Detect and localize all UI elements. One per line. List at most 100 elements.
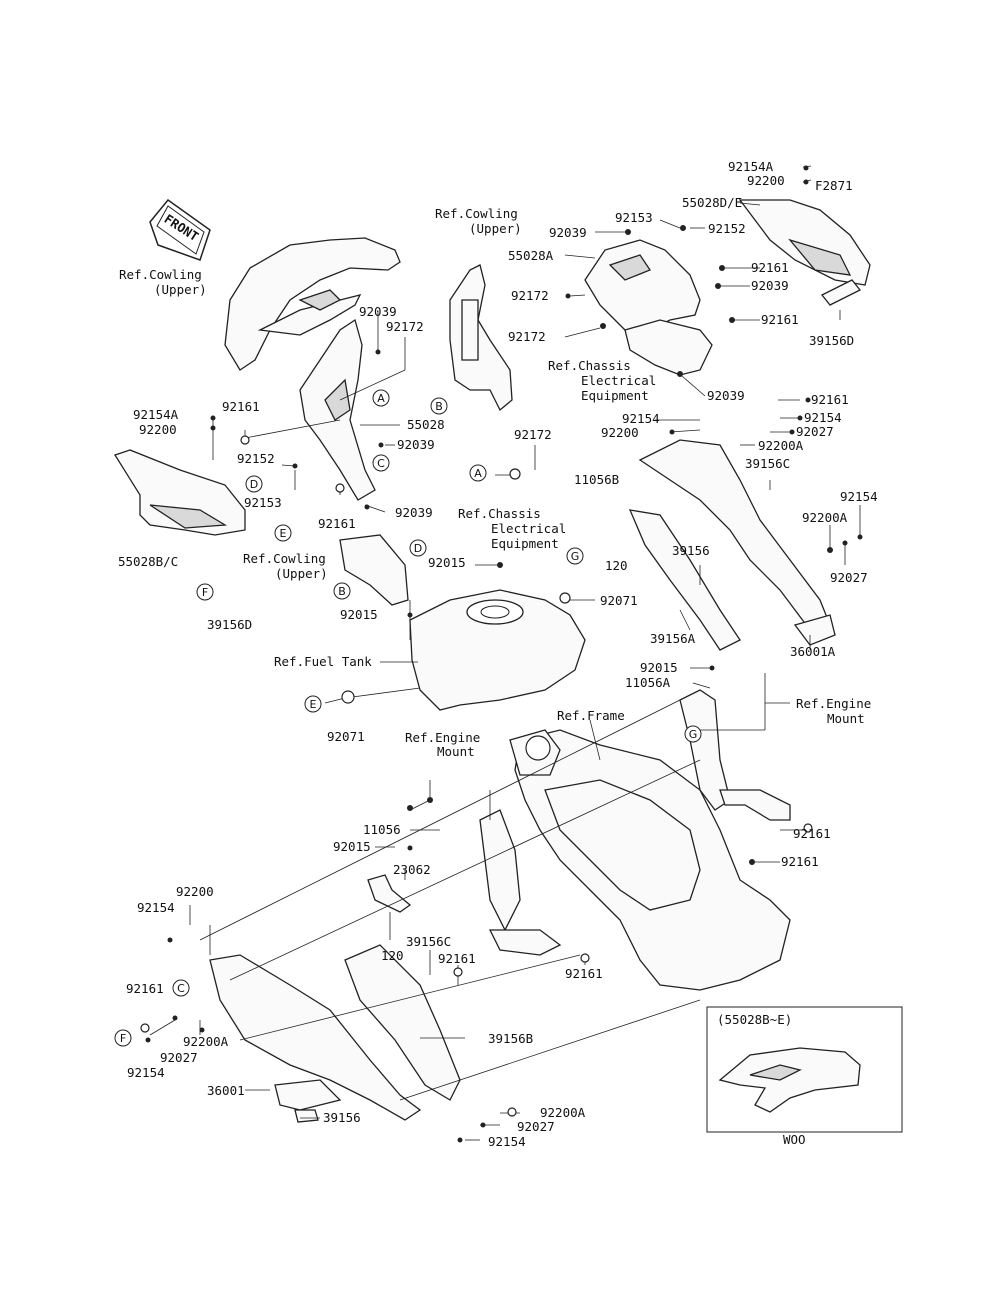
label-92015-a: 92015 xyxy=(428,555,466,570)
upper-cowling-assembly xyxy=(224,237,401,371)
label-55028A: 55028A xyxy=(508,248,554,263)
label-39156C-b: 39156C xyxy=(406,934,451,949)
callout-a1: A xyxy=(372,389,390,407)
bracket-23062 xyxy=(367,874,412,913)
label-ref-chassis-1c: Equipment xyxy=(581,388,649,403)
inner-cowl-right xyxy=(584,239,713,376)
label-ref-cowling-upper-1a: Ref.Cowling xyxy=(119,267,202,282)
lower-cover-left xyxy=(209,944,461,1123)
label-92200-mid: 92200 xyxy=(601,425,639,440)
label-92039-d: 92039 xyxy=(359,304,397,319)
label-92154-c: 92154 xyxy=(840,489,878,504)
svg-text:B: B xyxy=(338,585,346,598)
label-92039-e: 92039 xyxy=(397,437,435,452)
label-f2871: F2871 xyxy=(815,178,853,193)
svg-text:F: F xyxy=(202,586,208,599)
label-39156B: 39156B xyxy=(488,1031,533,1046)
label-36001: 36001 xyxy=(207,1083,245,1098)
label-92015-d: 92015 xyxy=(333,839,371,854)
label-23062: 23062 xyxy=(393,862,431,877)
cowling-stay xyxy=(449,264,513,412)
label-92039-a: 92039 xyxy=(549,225,587,240)
callout-a2: A xyxy=(469,464,487,482)
label-39156-b: 39156 xyxy=(323,1110,361,1125)
label-92172-a: 92172 xyxy=(511,288,549,303)
callout-b1: B xyxy=(430,397,448,415)
label-92161-c: 92161 xyxy=(222,399,260,414)
label-ref-engine-mount-1a: Ref.Engine xyxy=(796,696,871,711)
label-92172-c: 92172 xyxy=(386,319,424,334)
label-ref-chassis-1a: Ref.Chassis xyxy=(548,358,631,373)
label-92161-d: 92161 xyxy=(318,516,356,531)
label-92161-f: 92161 xyxy=(793,826,831,841)
fuel-tank xyxy=(409,589,586,711)
label-92039-b: 92039 xyxy=(751,278,789,293)
label-92200-bl: 92200 xyxy=(176,884,214,899)
bracket-upper-left xyxy=(339,534,409,606)
callouts: A B C D E F D B A G E G C F xyxy=(114,389,702,1047)
label-39156: 39156 xyxy=(672,543,710,558)
frame xyxy=(479,689,791,991)
svg-text:A: A xyxy=(474,467,482,480)
svg-text:G: G xyxy=(571,550,580,563)
label-ref-frame: Ref.Frame xyxy=(557,708,625,723)
label-11056B: 11056B xyxy=(574,472,619,487)
front-arrow-icon: FRONT xyxy=(149,198,211,261)
label-92154-d: 92154 xyxy=(127,1065,165,1080)
label-92154-bl: 92154 xyxy=(137,900,175,915)
label-92200A-b: 92200A xyxy=(802,510,848,525)
label-55028: 55028 xyxy=(407,417,445,432)
label-36001A: 36001A xyxy=(790,644,836,659)
label-55028BC: 55028B/C xyxy=(118,554,178,569)
label-92200A-a: 92200A xyxy=(758,438,804,453)
label-ref-cowling-upper-2b: (Upper) xyxy=(469,221,522,236)
label-92153-left: 92153 xyxy=(244,495,282,510)
lower-cover-right xyxy=(628,439,836,651)
label-92161-g: 92161 xyxy=(781,854,819,869)
label-92154-b: 92154 xyxy=(804,410,842,425)
callout-e2: E xyxy=(304,695,322,713)
label-120-a: 120 xyxy=(605,558,628,573)
label-39156C-a: 39156C xyxy=(745,456,790,471)
callout-d2: D xyxy=(409,539,427,557)
label-92161-e: 92161 xyxy=(811,392,849,407)
svg-text:D: D xyxy=(250,478,258,491)
svg-text:E: E xyxy=(310,698,317,711)
callout-c2: C xyxy=(172,979,190,997)
label-92071-a: 92071 xyxy=(600,593,638,608)
svg-text:E: E xyxy=(280,527,287,540)
label-92152-top: 92152 xyxy=(708,221,746,236)
label-55028DE: 55028D/E xyxy=(682,195,742,210)
callout-b2: B xyxy=(333,582,351,600)
label-ref-cowling-upper-3a: Ref.Cowling xyxy=(243,551,326,566)
inset-box: (55028B~E) WOO xyxy=(706,1006,903,1147)
label-ref-chassis-2c: Equipment xyxy=(491,536,559,551)
label-92071-b: 92071 xyxy=(327,729,365,744)
label-ref-engine-mount-2a: Ref.Engine xyxy=(405,730,480,745)
callout-e1: E xyxy=(274,524,292,542)
callout-f2: F xyxy=(114,1029,132,1047)
svg-text:C: C xyxy=(177,982,185,995)
label-92015-b: 92015 xyxy=(340,607,378,622)
label-92161-b: 92161 xyxy=(761,312,799,327)
label-92154A-top: 92154A xyxy=(728,159,774,174)
label-92027-a: 92027 xyxy=(796,424,834,439)
label-ref-fuel-tank: Ref.Fuel Tank xyxy=(274,654,372,669)
leader-lines xyxy=(149,165,861,1141)
label-11056A: 11056A xyxy=(625,675,671,690)
label-92161-j: 92161 xyxy=(126,981,164,996)
label-11056: 11056 xyxy=(363,822,401,837)
fasteners xyxy=(140,165,863,1143)
label-92027-c: 92027 xyxy=(160,1050,198,1065)
label-ref-chassis-2b: Electrical xyxy=(491,521,566,536)
callout-c1: C xyxy=(372,454,390,472)
svg-text:C: C xyxy=(377,457,385,470)
side-cover-upper-right xyxy=(738,199,871,306)
label-92200A-c: 92200A xyxy=(183,1034,229,1049)
label-92015-c: 92015 xyxy=(640,660,678,675)
callout-f1: F xyxy=(196,583,214,601)
label-ref-engine-mount-2b: Mount xyxy=(437,744,475,759)
label-92039-c: 92039 xyxy=(707,388,745,403)
label-92200A-d: 92200A xyxy=(540,1105,586,1120)
